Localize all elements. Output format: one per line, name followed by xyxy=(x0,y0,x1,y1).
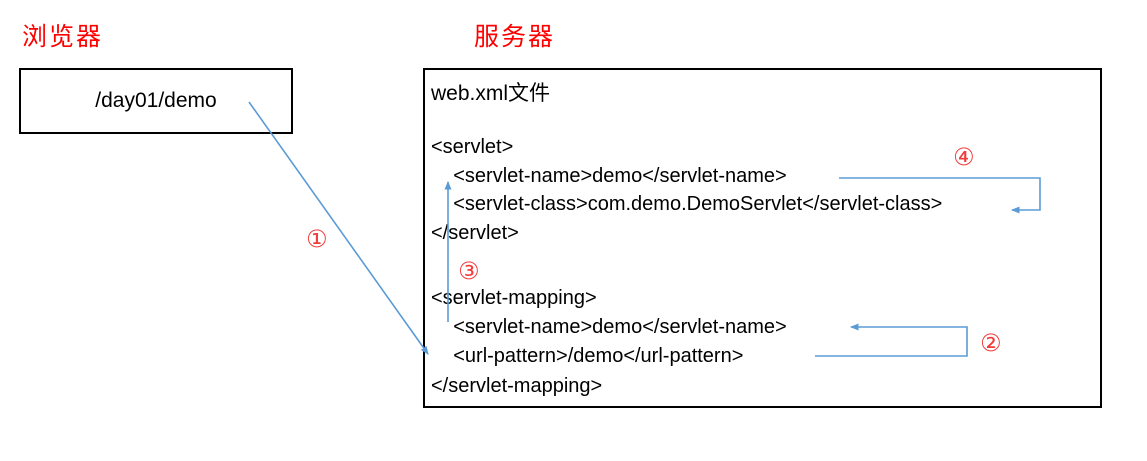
step-3-badge: ③ xyxy=(458,257,480,285)
step-1-badge: ① xyxy=(306,225,328,253)
code-line-url-pattern: <url-pattern>/demo</url-pattern> xyxy=(431,345,744,367)
browser-box: /day01/demo xyxy=(19,68,293,134)
code-line-mapping-open: <servlet-mapping> xyxy=(431,287,597,309)
step-4-badge: ④ xyxy=(953,143,975,171)
code-line-servlet-close: </servlet> xyxy=(431,222,519,244)
server-title: 服务器 xyxy=(474,23,556,51)
code-line-servlet-name: <servlet-name>demo</servlet-name> xyxy=(431,165,787,187)
step-2-badge: ② xyxy=(980,329,1002,357)
server-box xyxy=(423,68,1102,408)
code-line-servlet-open: <servlet> xyxy=(431,136,514,158)
arrow-step1-request-to-urlpattern xyxy=(248,101,429,355)
code-line-servlet-class: <servlet-class>com.demo.DemoServlet</ser… xyxy=(431,193,943,215)
code-line-mapping-close: </servlet-mapping> xyxy=(431,375,603,397)
browser-title: 浏览器 xyxy=(22,23,104,51)
code-line-mapping-servlet-name: <servlet-name>demo</servlet-name> xyxy=(431,316,787,338)
request-path: /day01/demo xyxy=(95,89,217,112)
webxml-file-label: web.xml文件 xyxy=(431,82,551,105)
